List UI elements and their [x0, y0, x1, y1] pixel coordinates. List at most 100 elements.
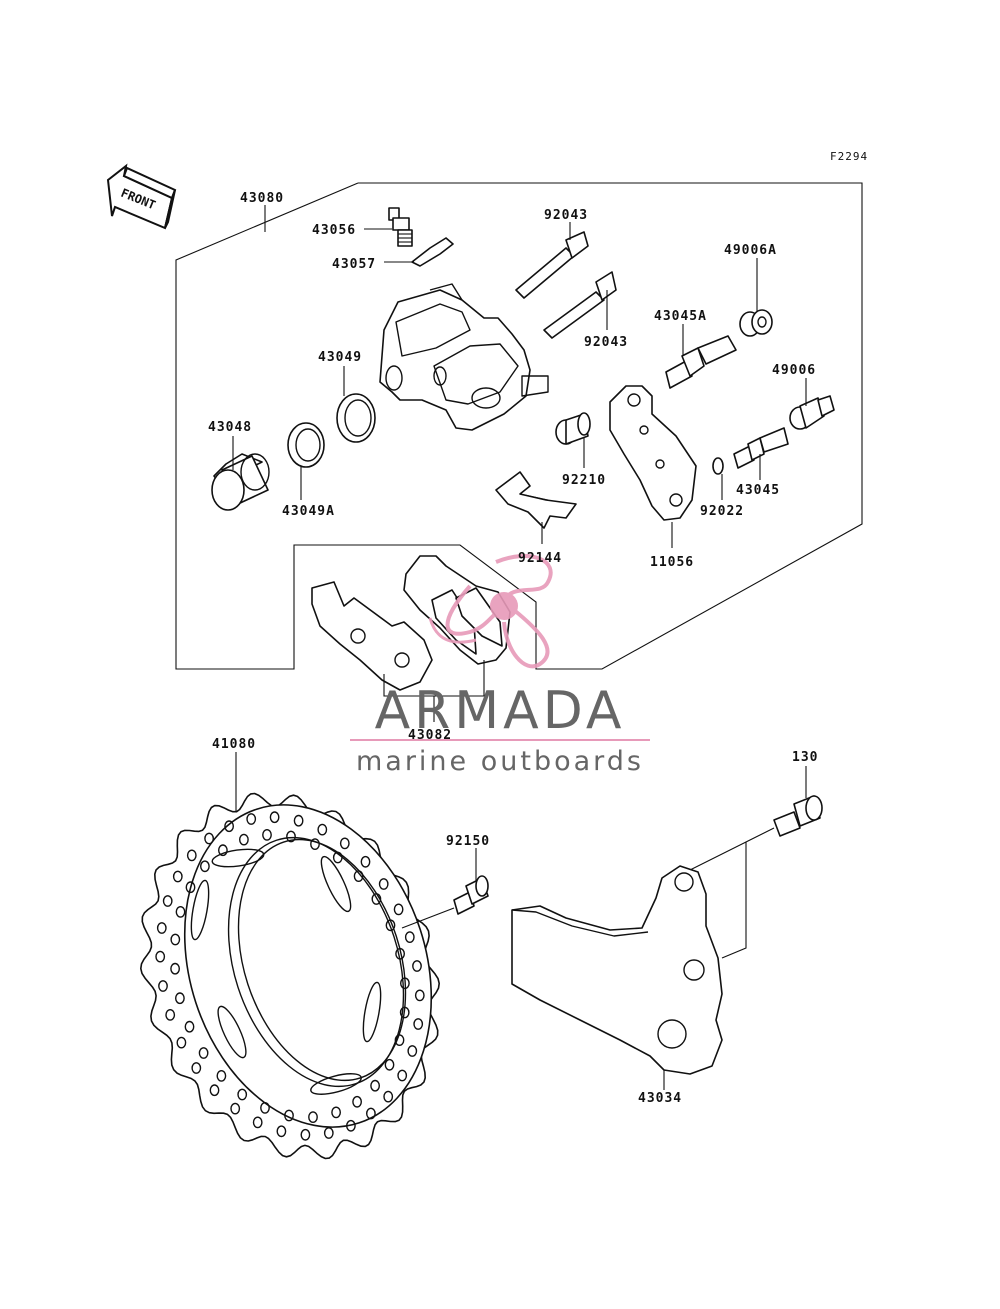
disc-hole — [384, 1058, 395, 1071]
part-label-92022: 92022 — [700, 504, 744, 519]
disc-hole — [276, 1125, 287, 1138]
clip-92022 — [712, 457, 724, 475]
disc-hole — [175, 906, 186, 918]
disc-hole — [413, 1018, 424, 1030]
part-label-43049A: 43049A — [282, 504, 335, 519]
disc-hole — [230, 1102, 241, 1115]
disc-hole — [170, 933, 181, 946]
part-label-92043-lower: 92043 — [584, 335, 628, 350]
seal-43049 — [336, 393, 376, 443]
disc-hole — [204, 832, 215, 845]
part-label-92144: 92144 — [518, 551, 562, 566]
part-label-11056: 11056 — [650, 555, 694, 570]
disc-hole — [199, 860, 210, 873]
disc-hole — [216, 1070, 227, 1082]
disc-hole — [352, 1095, 362, 1108]
collar-92210 — [555, 412, 591, 445]
leader-130-bracket-b — [689, 841, 747, 871]
pad-shim-left — [311, 581, 433, 691]
part-label-49006: 49006 — [772, 363, 816, 378]
disc-hole — [155, 950, 166, 963]
leader-92150-disc — [401, 907, 455, 929]
disc-hole — [323, 1127, 334, 1139]
part-label-130: 130 — [792, 750, 818, 765]
disc-hole — [394, 1034, 405, 1047]
part-label-92043-upper: 92043 — [544, 208, 588, 223]
disc-hole — [156, 922, 167, 934]
pin-43045 — [733, 427, 789, 469]
boot-49006 — [789, 395, 835, 430]
part-label-49006A: 49006A — [724, 243, 777, 258]
disc-hole — [300, 1128, 311, 1141]
cap-43057 — [411, 237, 454, 267]
disc-hole — [370, 1079, 380, 1092]
disc-hole — [191, 1062, 202, 1074]
disc-hole — [286, 830, 296, 843]
disc-hole — [308, 1111, 318, 1124]
disc-hole — [269, 811, 280, 824]
disc-hole — [353, 870, 364, 882]
part-label-43057: 43057 — [332, 257, 376, 272]
disc-hole — [172, 870, 183, 883]
disc-hole — [395, 947, 405, 960]
assembly-boundary-43080 — [175, 182, 863, 670]
disc-hole — [185, 881, 196, 894]
watermark-subtitle: marine outboards — [356, 746, 644, 777]
pin-43045A — [665, 335, 737, 389]
part-label-43049: 43049 — [318, 350, 362, 365]
brake-disc-41080 — [140, 792, 440, 1160]
disc-hole — [174, 992, 185, 1005]
part-label-92150: 92150 — [446, 834, 490, 849]
disc-hole — [238, 833, 249, 846]
disc-hole — [162, 895, 173, 907]
disc-hole — [252, 1116, 263, 1129]
disc-hole — [414, 989, 425, 1002]
boot-49006A — [739, 309, 773, 337]
spring-92144 — [495, 471, 577, 529]
disc-hole — [165, 1009, 176, 1021]
part-label-43045: 43045 — [736, 483, 780, 498]
disc-hole — [385, 919, 396, 932]
watermark-logo-icon — [428, 553, 553, 669]
seal-43049A — [287, 422, 325, 468]
disc-hole — [339, 837, 350, 850]
diagram-code: F2294 — [830, 150, 868, 163]
disc-hole — [360, 855, 371, 868]
disc-hole — [397, 1069, 408, 1082]
bleeder-valve-43056 — [388, 207, 413, 247]
disc-hole — [217, 844, 228, 857]
bolt-92150 — [453, 875, 489, 915]
watermark-title: ARMADA — [375, 681, 626, 741]
disc-hole — [186, 849, 197, 862]
disc-hole — [412, 960, 422, 972]
disc-hole — [198, 1047, 209, 1059]
disc-hole — [158, 980, 168, 992]
leader-130-bracket — [721, 827, 775, 959]
part-label-43080: 43080 — [240, 191, 284, 206]
disc-hole — [237, 1088, 248, 1101]
front-arrow-icon: FRONT — [106, 163, 177, 230]
part-label-41080: 41080 — [212, 737, 256, 752]
part-label-92210: 92210 — [562, 473, 606, 488]
disc-hole — [331, 1106, 341, 1119]
disc-hole — [184, 1020, 195, 1033]
part-label-43056: 43056 — [312, 223, 356, 238]
pin-92043-lower — [543, 271, 617, 339]
part-label-43034: 43034 — [638, 1091, 682, 1106]
disc-hole — [371, 893, 382, 905]
caliper-body — [379, 283, 549, 431]
disc-hole — [293, 814, 304, 827]
disc-hole — [407, 1045, 418, 1057]
disc-hole — [284, 1109, 294, 1122]
disc-hole — [399, 1006, 410, 1019]
disc-hole — [262, 829, 272, 841]
disc-hole — [209, 1084, 220, 1097]
disc-hole — [317, 823, 328, 836]
disc-hole — [246, 813, 257, 825]
part-label-43082: 43082 — [408, 728, 452, 743]
disc-hole — [332, 851, 343, 864]
bracket-43034 — [511, 865, 723, 1075]
disc-hole — [393, 903, 404, 916]
disc-hole — [345, 1119, 356, 1132]
